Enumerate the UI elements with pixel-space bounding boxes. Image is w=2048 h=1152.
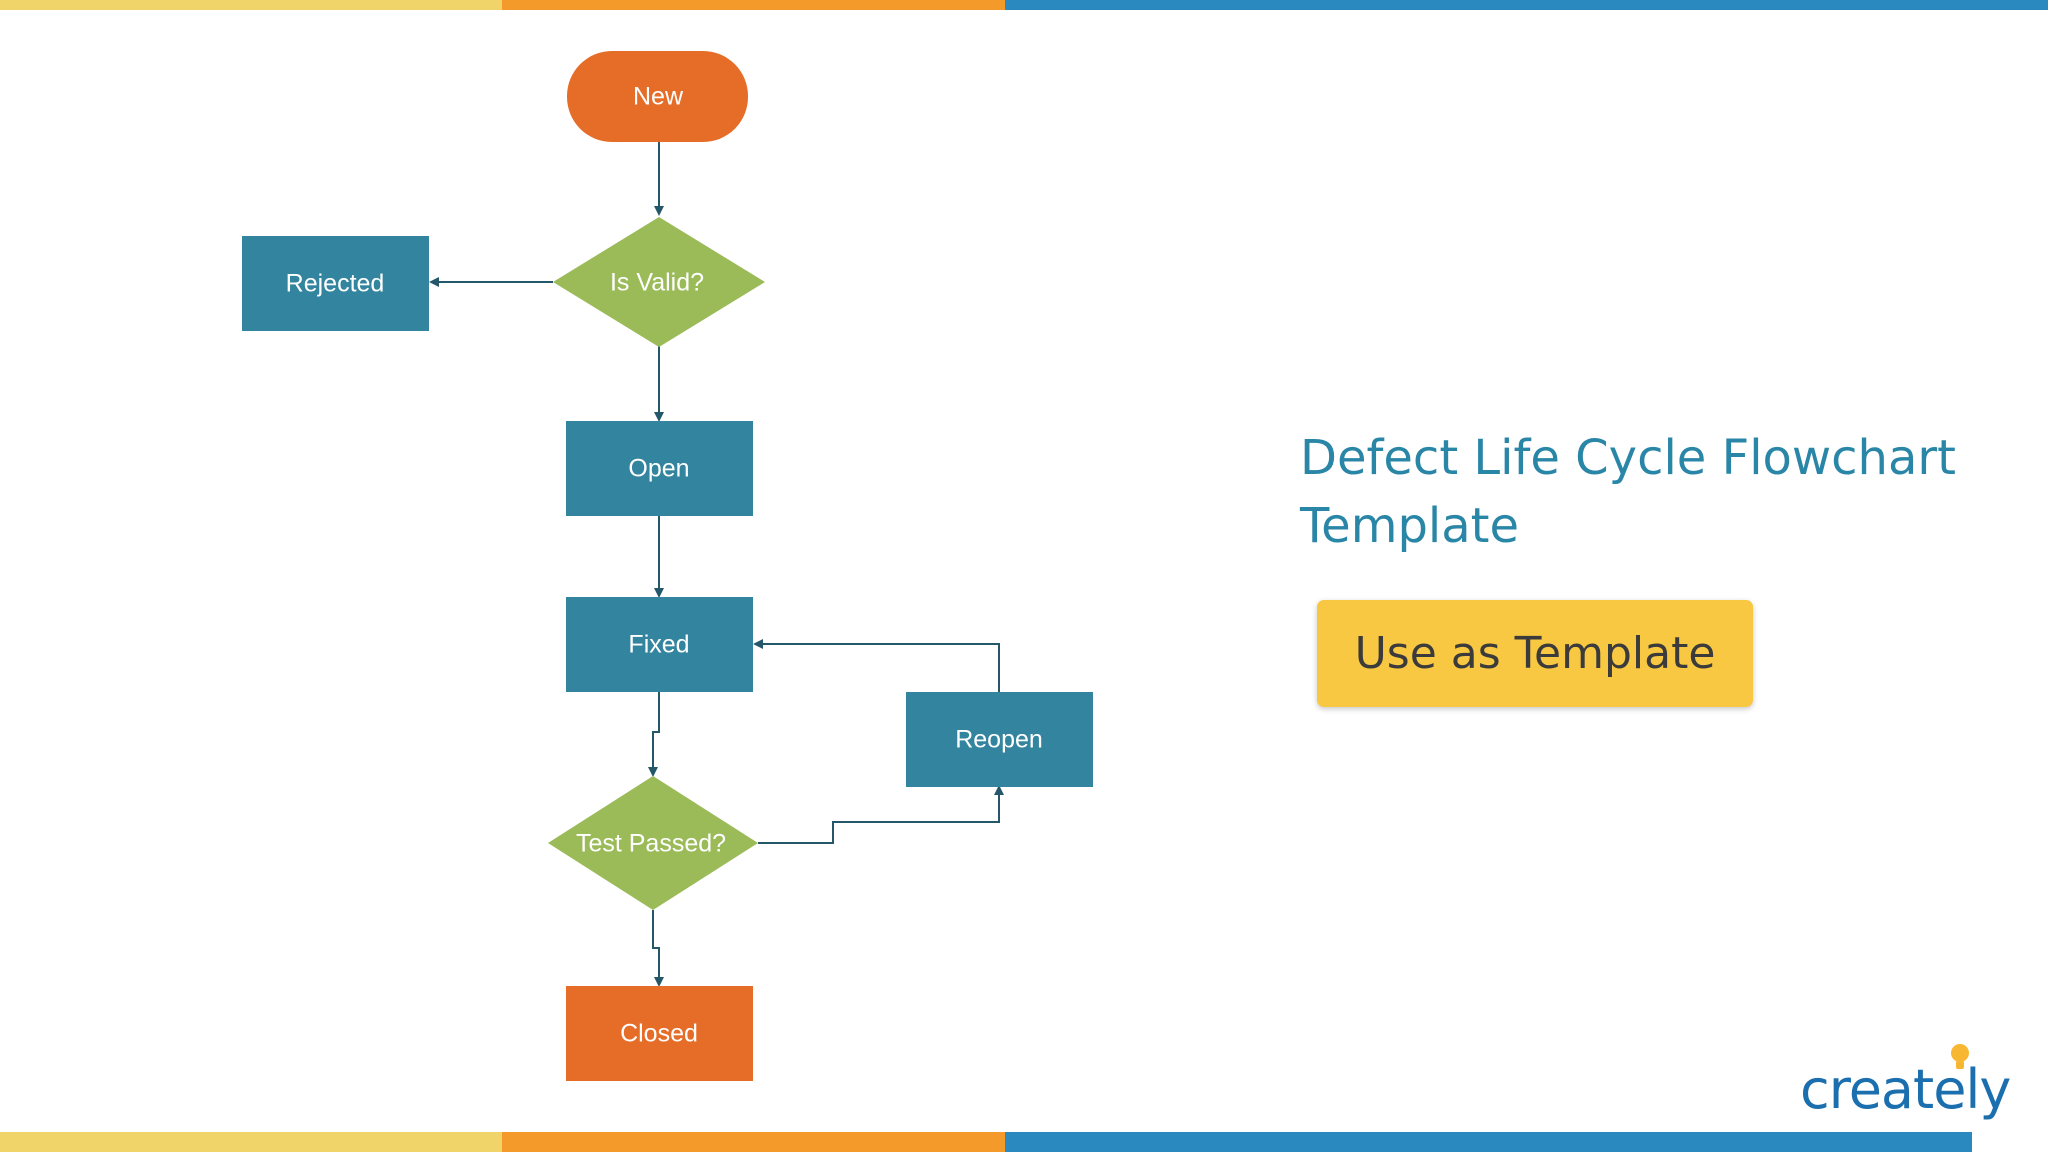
node-closed-label: Closed [620,1020,698,1048]
node-rejected: Rejected [242,236,429,331]
connector-fixed-to-testpassed [648,692,660,777]
page-title: Defect Life Cycle Flowchart Template [1300,430,1956,554]
stripe-orange-segment [502,0,1005,10]
node-is-valid-label: Is Valid? [610,269,704,297]
stripe-blue-segment [1005,0,2048,10]
node-new: New [567,51,748,142]
node-fixed: Fixed [566,597,753,692]
node-new-label: New [633,83,684,111]
node-reopen: Reopen [906,692,1093,787]
stripe-yellow-segment [0,1132,502,1152]
stripe-orange-segment [502,1132,1005,1152]
node-open-label: Open [628,455,689,483]
node-rejected-label: Rejected [286,270,385,298]
lightbulb-icon [1951,1044,1969,1069]
connector-reopen-to-fixed [753,639,1000,692]
bottom-color-stripe [0,1132,1972,1152]
logo-wordmark: creately [1800,1058,2011,1121]
stripe-yellow-segment [0,0,502,10]
top-color-stripe [0,0,2048,10]
stripe-blue-segment [1005,1132,1972,1152]
connector-testpassed-to-closed [652,910,664,987]
connector-testpassed-to-reopen [758,785,1004,844]
node-reopen-label: Reopen [955,726,1043,754]
node-open: Open [566,421,753,516]
creately-logo[interactable]: creately [1800,1040,2020,1130]
node-test-passed-label: Test Passed? [576,830,726,858]
node-test-passed: Test Passed? [548,776,758,910]
node-is-valid: Is Valid? [553,217,765,347]
node-fixed-label: Fixed [628,631,689,659]
node-closed: Closed [566,986,753,1081]
use-as-template-button[interactable]: Use as Template [1317,600,1753,707]
